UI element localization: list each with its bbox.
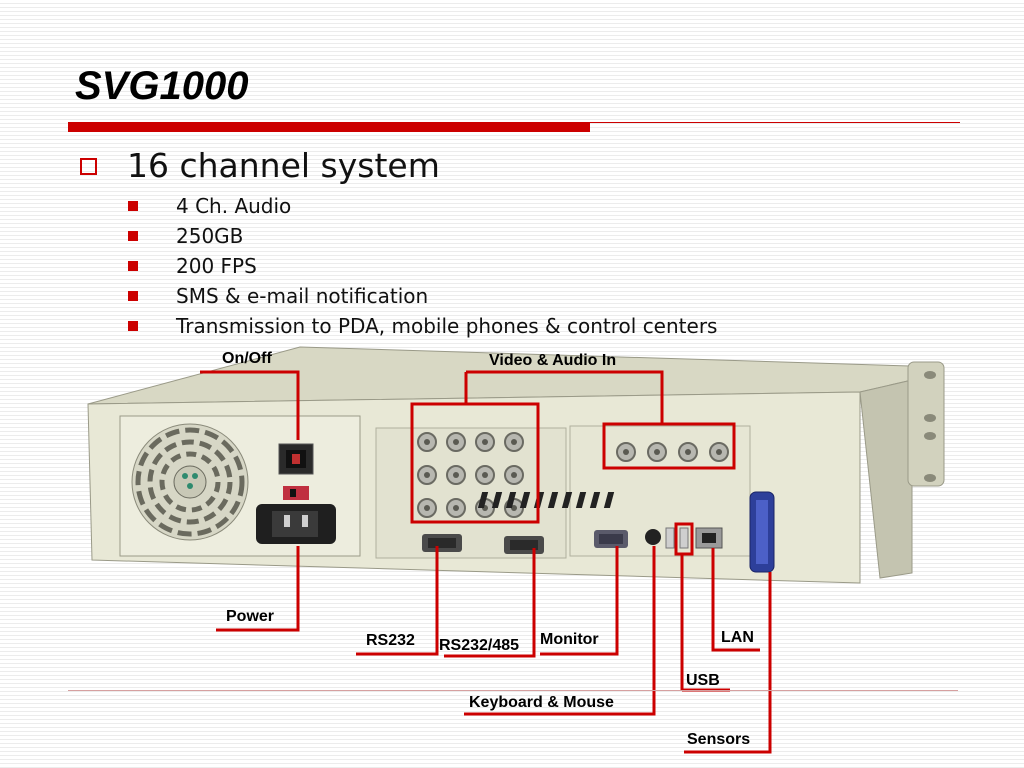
sub-bullet: 250GB [128, 224, 243, 248]
callout-sensors: Sensors [687, 731, 751, 748]
callout-keyboard-mouse: Keyboard & Mouse [469, 694, 614, 711]
square-bullet-icon [128, 321, 138, 331]
sub-bullet-text: 4 Ch. Audio [176, 194, 292, 218]
sub-bullet-text: 250GB [176, 224, 244, 248]
square-bullet-icon [128, 291, 138, 301]
footer-rule [68, 690, 958, 691]
sub-bullet-text: SMS & e-mail notification [176, 284, 429, 308]
sub-bullet-text: Transmission to PDA, mobile phones & con… [176, 314, 718, 338]
title-underline-thick [68, 122, 590, 132]
sub-bullet: 200 FPS [128, 254, 257, 278]
callout-rs232-485: RS232/485 [439, 637, 520, 654]
sub-bullet-text: 200 FPS [176, 254, 257, 278]
square-bullet-icon [128, 231, 138, 241]
sub-bullet: SMS & e-mail notification [128, 284, 428, 308]
main-bullet-text: 16 channel system [127, 146, 440, 185]
title-underline-thin [590, 122, 960, 123]
callout-monitor: Monitor [540, 631, 599, 648]
square-bullet-icon [128, 201, 138, 211]
slide-title: SVG1000 [75, 64, 249, 108]
hollow-square-bullet-icon [80, 158, 97, 175]
callout-rs232: RS232 [366, 632, 415, 649]
callout-power: Power [226, 608, 275, 625]
square-bullet-icon [128, 261, 138, 271]
callout-usb: USB [686, 672, 720, 689]
callout-lan: LAN [721, 629, 754, 646]
sub-bullet: Transmission to PDA, mobile phones & con… [128, 314, 717, 338]
sub-bullet: 4 Ch. Audio [128, 194, 291, 218]
callout-video-audio-in: Video & Audio In [489, 352, 617, 369]
callout-on-off: On/Off [222, 350, 272, 367]
main-bullet: 16 channel system [80, 146, 440, 185]
